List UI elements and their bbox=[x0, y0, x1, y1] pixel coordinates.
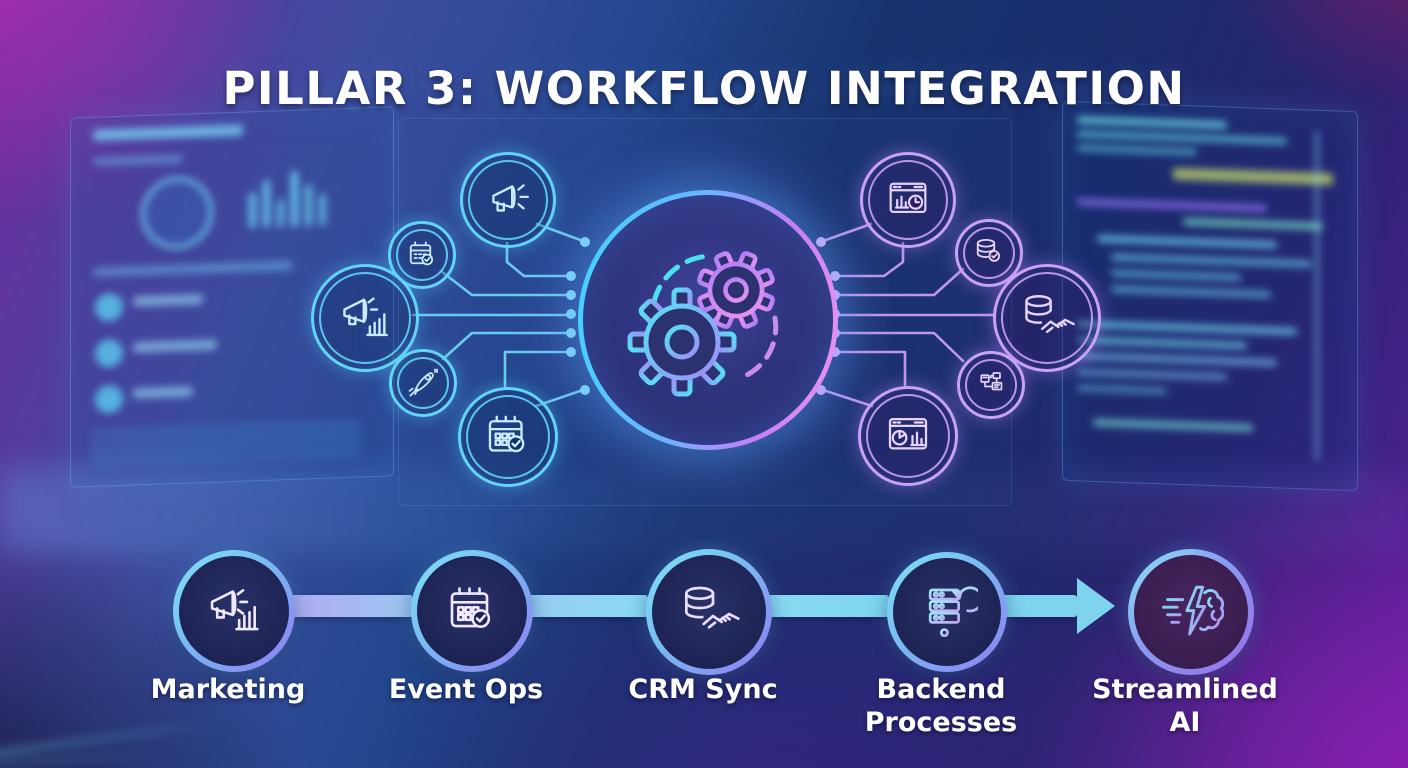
code-line bbox=[1077, 336, 1247, 350]
analytics-clock-icon bbox=[889, 182, 927, 213]
code-line bbox=[1077, 198, 1267, 212]
stat-icon bbox=[95, 384, 123, 414]
code-highlight-line bbox=[1173, 167, 1333, 186]
code-line bbox=[1077, 384, 1167, 395]
satellite-process-blocks bbox=[957, 351, 1025, 419]
flow-step-backend bbox=[887, 552, 1007, 672]
workflow-hub bbox=[578, 190, 838, 450]
flow-arrow-shaft bbox=[993, 595, 1077, 617]
code-blur-content bbox=[1063, 102, 1357, 490]
code-line bbox=[1077, 144, 1197, 156]
gears-icon bbox=[627, 251, 779, 397]
stat-icon bbox=[95, 292, 123, 322]
database-handshake-icon bbox=[1025, 295, 1075, 334]
chart-bar bbox=[305, 184, 312, 227]
chart-bar bbox=[249, 192, 256, 229]
flow-connector-bar bbox=[757, 595, 889, 617]
code-line bbox=[1093, 418, 1253, 432]
page-title: PILLAR 3: WORKFLOW INTEGRATION bbox=[222, 62, 1186, 115]
calendar-grid-check-icon bbox=[488, 415, 525, 453]
megaphone-chart-icon bbox=[210, 589, 259, 631]
satellite-crm-data bbox=[993, 264, 1101, 372]
flow-step-label: Event Ops bbox=[388, 674, 544, 705]
code-line bbox=[1111, 269, 1241, 282]
brain-sketch-icon bbox=[141, 175, 213, 251]
code-line bbox=[1077, 352, 1277, 367]
code-line bbox=[1111, 253, 1311, 268]
code-line bbox=[1077, 368, 1227, 381]
rocket-icon bbox=[408, 368, 439, 397]
chart-bar bbox=[291, 170, 298, 227]
flow-connector-bar bbox=[519, 595, 648, 617]
background-code-screen bbox=[1062, 100, 1358, 492]
stat-value-bar bbox=[133, 339, 217, 353]
dashboard-title-bar bbox=[93, 124, 243, 141]
code-line bbox=[1077, 130, 1287, 145]
flow-step-event-ops bbox=[411, 550, 533, 672]
code-line bbox=[1077, 320, 1297, 336]
screen-bezel-line bbox=[1315, 130, 1319, 461]
flow-step-label: Streamlined AI bbox=[1092, 674, 1278, 738]
calendar-check-icon bbox=[409, 241, 434, 266]
horizon-glow bbox=[0, 468, 1408, 554]
flow-step-crm-sync bbox=[646, 549, 772, 675]
satellite-report-schedule bbox=[860, 152, 956, 248]
flow-step-streamlined-ai bbox=[1128, 549, 1254, 675]
bolt-brain-icon bbox=[1162, 585, 1224, 636]
megaphone-chart-icon bbox=[343, 297, 388, 337]
chart-bar bbox=[263, 179, 270, 228]
satellite-marketing-analytics bbox=[311, 264, 419, 372]
code-line bbox=[1097, 235, 1277, 249]
flow-step-label: Marketing bbox=[150, 674, 306, 705]
megaphone-icon bbox=[492, 184, 529, 212]
flow-step-marketing bbox=[173, 550, 295, 672]
database-check-icon bbox=[976, 238, 1001, 262]
dashboard-table-block bbox=[91, 418, 361, 468]
satellite-event-calendar bbox=[458, 387, 558, 487]
satellite-marketing bbox=[460, 152, 556, 248]
section-header-bar bbox=[93, 260, 293, 277]
analytics-pie-icon bbox=[888, 418, 928, 450]
calendar-check-icon bbox=[450, 587, 491, 628]
stat-value-bar bbox=[133, 386, 193, 399]
flow-connector-bar bbox=[281, 595, 413, 617]
stat-icon bbox=[95, 338, 123, 368]
flow-arrow-head bbox=[1077, 578, 1115, 634]
flow-step-label: CRM Sync bbox=[628, 674, 778, 705]
flowchart-icon bbox=[980, 372, 1003, 391]
code-line bbox=[1183, 218, 1323, 230]
stat-value-bar bbox=[133, 294, 203, 307]
database-handshake-icon bbox=[685, 586, 740, 629]
code-line bbox=[1111, 285, 1271, 299]
satellite-report-dashboard bbox=[858, 386, 958, 486]
chart-bar bbox=[277, 199, 284, 228]
chart-bar bbox=[319, 193, 326, 226]
flow-step-label: Backend Processes bbox=[864, 674, 1018, 738]
dashboard-subtitle-bar bbox=[93, 154, 183, 166]
code-line bbox=[1077, 116, 1227, 129]
satellite-launch bbox=[389, 349, 457, 417]
server-sync-icon bbox=[928, 586, 978, 638]
